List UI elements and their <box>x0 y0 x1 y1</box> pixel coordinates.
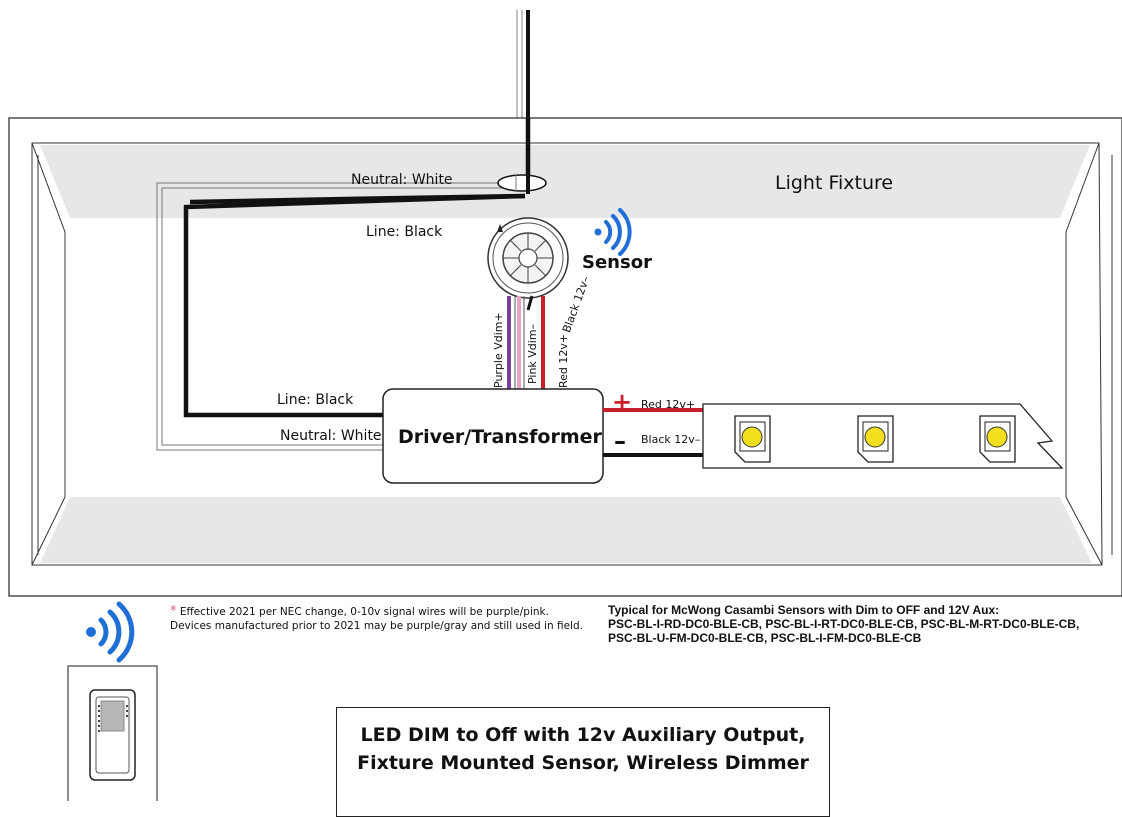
plus-sign: + <box>612 388 632 416</box>
fixture-bottom-panel <box>40 497 1092 563</box>
led-chip-2 <box>857 415 894 463</box>
line-wire-curve <box>189 193 526 205</box>
line-top-label: Line: Black <box>366 224 443 240</box>
purple-wire-label: Purple Vdim+ <box>492 312 505 388</box>
typical-line-1: PSC-BL-I-RD-DC0-BLE-CB, PSC-BL-I-RT-DC0-… <box>608 617 1080 631</box>
sensor-head <box>487 217 569 299</box>
fixture-title: Light Fixture <box>775 172 894 194</box>
note-asterisk: * <box>170 604 177 619</box>
typical-heading: Typical for McWong Casambi Sensors with … <box>608 603 1000 617</box>
neutral-top-label: Neutral: White <box>351 172 453 188</box>
red-wire-label: Red 12v+ <box>557 333 570 388</box>
sensor-wireless-icon <box>594 208 632 256</box>
neutral-wire <box>156 182 504 451</box>
driver-box <box>382 388 604 484</box>
wire-knockout <box>497 174 547 192</box>
neutral-mid-label: Neutral: White <box>280 428 382 444</box>
wireless-dimmer <box>67 665 158 801</box>
line-mid-label: Line: Black <box>277 392 354 408</box>
led-chip-3 <box>979 415 1016 463</box>
typical-line-2: PSC-BL-U-FM-DC0-BLE-CB, PSC-BL-I-FM-DC0-… <box>608 631 922 645</box>
minus-sign: – <box>614 427 626 455</box>
black-output-label: Black 12v– <box>641 433 701 446</box>
pink-wire-label: Pink Vdim– <box>526 323 539 384</box>
led-chip-1 <box>734 415 771 463</box>
supply-wires <box>516 10 530 118</box>
driver-title: Driver/Transformer <box>398 426 602 448</box>
nec-note: * Effective 2021 per NEC change, 0-10v s… <box>170 605 583 633</box>
sensor-title: Sensor <box>582 252 652 273</box>
note-line-1: Effective 2021 per NEC change, 0-10v sig… <box>179 606 549 618</box>
fixture-frame <box>31 142 1113 566</box>
dimmer-wireless-icon <box>86 601 135 663</box>
title-line-1: LED DIM to Off with 12v Auxiliary Output… <box>360 724 806 746</box>
red-output-label: Red 12v+ <box>641 398 696 411</box>
typical-models: Typical for McWong Casambi Sensors with … <box>608 603 1079 645</box>
note-line-2: Devices manufactured prior to 2021 may b… <box>170 620 583 632</box>
sensor-leads <box>507 295 545 392</box>
title-line-2: Fixture Mounted Sensor, Wireless Dimmer <box>357 752 809 774</box>
